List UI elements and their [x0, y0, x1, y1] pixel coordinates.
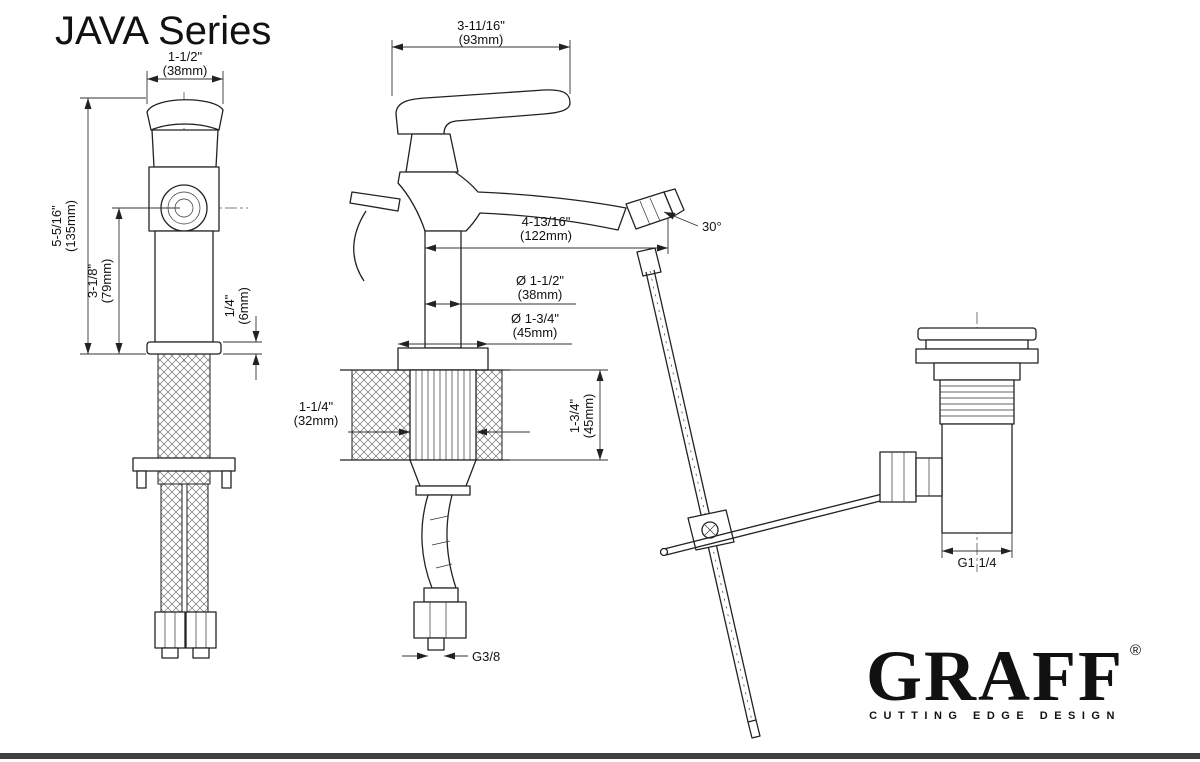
- hose-thread-tip: [427, 637, 445, 651]
- dim-drain-thread: G1 1/4: [957, 555, 996, 570]
- dim-shank-diameter-mm: (32mm): [294, 413, 339, 428]
- mounting-nut: [409, 459, 477, 487]
- handle-side: [395, 89, 571, 135]
- base-flange-side: [397, 347, 489, 371]
- dim-deck-thickness-in: 1-3/4": [567, 398, 582, 433]
- dim-base-thickness-mm: (6mm): [236, 287, 251, 325]
- pop-up-rod: [636, 247, 905, 739]
- dim-spout-height-mm: (79mm): [99, 259, 114, 304]
- logo-tagline: CUTTING EDGE DESIGN: [869, 710, 1121, 722]
- bottom-rule: [0, 753, 1200, 759]
- side-view-faucet: [340, 89, 685, 651]
- supply-hose-right: [186, 483, 209, 613]
- hose-nut-left: [154, 611, 186, 649]
- body-column-front: [154, 230, 214, 343]
- dim-front-width-mm: (38mm): [163, 63, 208, 78]
- handle-front: [146, 99, 224, 131]
- page-title: JAVA Series: [55, 9, 271, 53]
- dim-body-diameter-mm: (38mm): [518, 287, 563, 302]
- dim-height-mm: (135mm): [63, 200, 78, 252]
- mounting-bracket: [132, 457, 236, 472]
- deck-section-left: [351, 369, 411, 461]
- body-column-side: [424, 230, 462, 349]
- lift-rod-knob: [349, 191, 401, 212]
- logo-wordmark: GRAFF: [866, 636, 1124, 716]
- base-flange-front: [146, 341, 222, 355]
- dim-deck-thickness-mm: (45mm): [581, 394, 596, 439]
- supply-hose-left: [160, 483, 183, 613]
- ball-rod-nut: [879, 451, 917, 503]
- dim-front-width-in: 1-1/2": [168, 49, 203, 64]
- hose-nut-right: [185, 611, 217, 649]
- registered-trademark-symbol: ®: [1130, 642, 1141, 659]
- dim-spray-angle: 30°: [702, 219, 722, 234]
- drain-thread-section: [939, 379, 1015, 425]
- graff-logo: GRAFF ® CUTTING EDGE DESIGN: [866, 636, 1141, 722]
- deck-section-right: [475, 369, 503, 461]
- drain-assembly: [879, 312, 1039, 572]
- dim-handle-length-mm: (93mm): [459, 32, 504, 47]
- dim-handle-length-in: 3-11/16": [457, 18, 505, 33]
- dim-hose-thread: G3/8: [472, 649, 500, 664]
- side-view-dimensions: 3-11/16" (93mm) 4-13/16" (122mm) 30° Ø 1…: [294, 18, 722, 664]
- dim-shank-diameter-in: 1-1/4": [299, 399, 334, 414]
- drain-dimensions: G1 1/4: [941, 533, 1013, 570]
- dim-base-thickness-in: 1/4": [222, 294, 237, 317]
- dim-spout-height-in: 3-1/8": [85, 263, 100, 298]
- spout-body-side: [397, 171, 627, 232]
- dim-height-in: 5-5/16": [49, 205, 64, 247]
- dim-spout-reach-mm: (122mm): [520, 228, 572, 243]
- dim-base-diameter-in: Ø 1-3/4": [511, 311, 559, 326]
- dim-body-diameter-in: Ø 1-1/2": [516, 273, 564, 288]
- drain-stopper: [917, 327, 1037, 341]
- dim-spout-reach-in: 4-13/16": [522, 214, 571, 229]
- hose-nut-side: [413, 601, 467, 639]
- drain-tailpiece: [941, 423, 1013, 534]
- rod-knob: [636, 247, 662, 277]
- dim-base-diameter-mm: (45mm): [513, 325, 558, 340]
- threaded-shank-side: [409, 369, 477, 461]
- front-view-faucet: [120, 92, 248, 659]
- drain-flange: [915, 348, 1039, 364]
- supply-hose-side: [421, 494, 457, 589]
- front-view-dimensions: 1-1/2" (38mm) 5-5/16" (135mm) 3-1/8" (79…: [49, 49, 262, 380]
